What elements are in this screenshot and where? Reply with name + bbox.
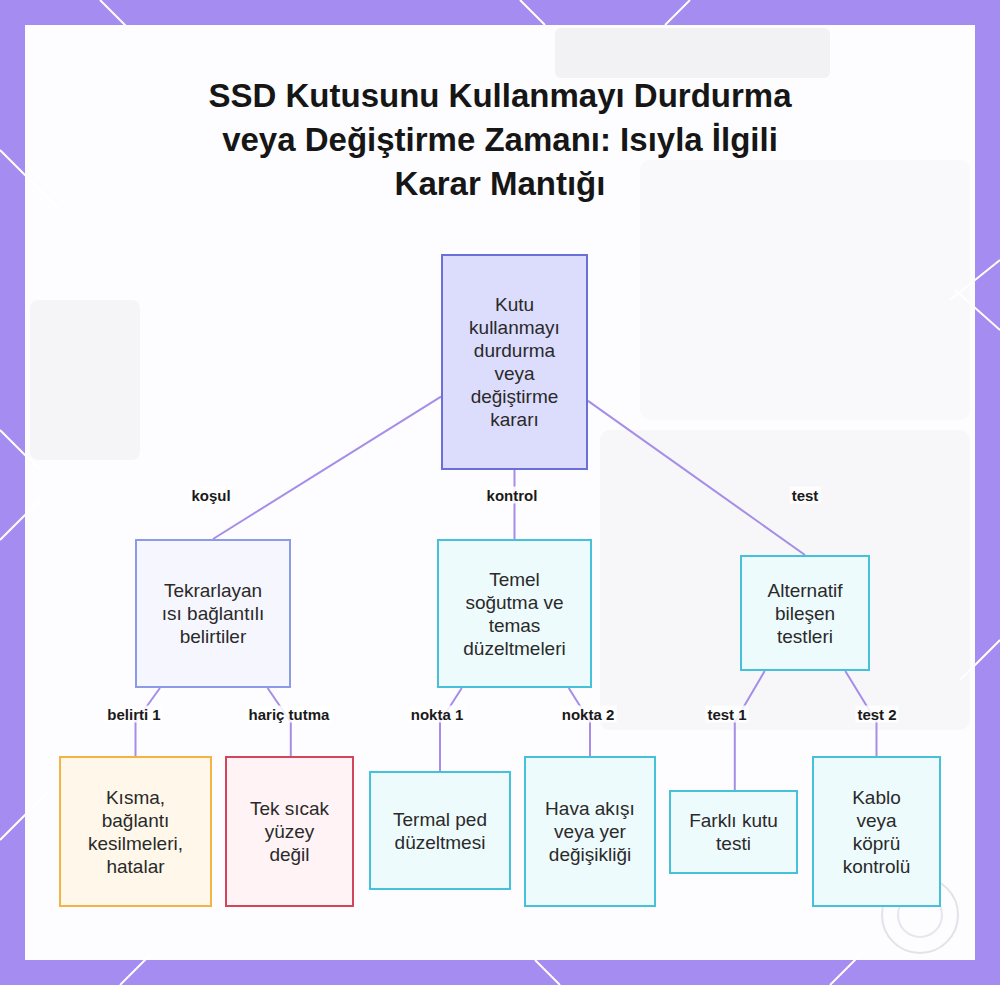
node-text: Tekrarlayan ısı bağlantılı belirtiler [157, 579, 269, 648]
edge-label: test 2 [855, 706, 898, 723]
fix-box: Termal ped düzeltmesi [369, 771, 511, 890]
connector-line [735, 671, 765, 790]
test-case-box: Farklı kutu testi [669, 790, 798, 874]
edge-label: test 1 [705, 706, 748, 723]
root-decision-box: Kutu kullanmayı durdurma veya değiştirme… [441, 254, 588, 470]
diagram-title: SSD Kutusunu Kullanmayı Durdurma veya De… [185, 74, 815, 206]
edge-label: hariç tutma [247, 706, 332, 723]
connector-line [213, 397, 441, 539]
edge-label: koşul [189, 487, 232, 504]
edge-label: kontrol [485, 487, 540, 504]
node-text: Alternatif bileşen testleri [755, 579, 855, 648]
node-text: Kutu kullanmayı durdurma veya değiştirme… [463, 293, 567, 431]
connector-line [514, 470, 516, 539]
test-case-box: Kablo veya köprü kontrolü [812, 756, 941, 907]
fix-box: Hava akışı veya yer değişikliği [524, 756, 656, 907]
node-text: Termal ped düzeltmesi [393, 808, 487, 854]
node-text: Kısma, bağlantı kesilmeleri, hatalar [78, 786, 194, 878]
node-text: Farklı kutu testi [688, 809, 780, 855]
edge-label: belirti 1 [105, 706, 162, 723]
connector-line [440, 688, 462, 771]
connector-line [588, 401, 805, 555]
node-text: Kablo veya köprü kontrolü [836, 786, 918, 878]
node-text: Temel soğutma ve temas düzeltmeleri [459, 568, 571, 660]
node-text: Hava akışı veya yer değişikliği [540, 797, 640, 866]
exclusion-box: Tek sıcak yüzey değil [225, 756, 354, 907]
node-text: Tek sıcak yüzey değil [245, 797, 335, 866]
edge-label: nokta 1 [409, 706, 466, 723]
condition-box: Tekrarlayan ısı bağlantılı belirtiler [135, 539, 291, 688]
edge-label: test [790, 487, 821, 504]
test-box: Alternatif bileşen testleri [740, 555, 870, 671]
symptom-box: Kısma, bağlantı kesilmeleri, hatalar [59, 756, 212, 907]
check-box: Temel soğutma ve temas düzeltmeleri [437, 539, 592, 688]
edge-label: nokta 2 [560, 706, 617, 723]
